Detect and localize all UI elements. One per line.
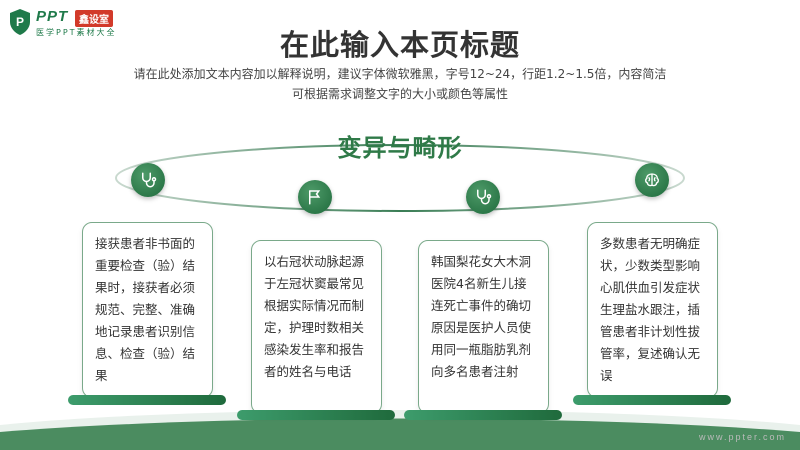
subtitle-line: 可根据需求调整文字的大小或颜色等属性: [291, 87, 508, 101]
svg-text:P: P: [16, 15, 24, 29]
page-subtitle: 请在此处添加文本内容加以解释说明，建议字体微软雅黑，字号12~24，行距1.2~…: [0, 64, 800, 104]
node-3: [466, 180, 500, 214]
card-base: [404, 410, 562, 420]
card-text: 多数患者无明确症状，少数类型影响心肌供血引发症状生理盐水跟注，插管患者非计划性拔…: [600, 236, 701, 383]
card-base: [237, 410, 395, 420]
logo-subtitle: 医学PPT素材大全: [36, 28, 117, 37]
shield-logo-icon: P: [10, 9, 30, 35]
stethoscope-icon: [142, 172, 157, 188]
brand-logo: P PPT 鑫设室 医学PPT素材大全: [8, 8, 158, 40]
card-text: 韩国梨花女大木洞医院4名新生儿接连死亡事件的确切原因是医护人员使用同一瓶脂肪乳剂…: [431, 254, 532, 379]
logo-badge: 鑫设室: [75, 10, 113, 27]
flag-icon: [309, 190, 321, 205]
node-2: [298, 180, 332, 214]
subtitle-line: 请在此处添加文本内容加以解释说明，建议字体微软雅黑，字号12~24，行距1.2~…: [133, 67, 667, 81]
site-url: www.ppter.com: [698, 432, 786, 442]
info-card: 以右冠状动脉起源于左冠状窦最常见根据实际情况而制定，护理时数相关感染发生率和报告…: [251, 240, 382, 414]
card-text: 以右冠状动脉起源于左冠状窦最常见根据实际情况而制定，护理时数相关感染发生率和报告…: [264, 254, 365, 379]
info-card: 多数患者无明确症状，少数类型影响心肌供血引发症状生理盐水跟注，插管患者非计划性拔…: [587, 222, 718, 398]
card-base: [573, 395, 731, 405]
info-card: 接获患者非书面的重要检查（验）结果时，接获者必须规范、完整、准确地记录患者识别信…: [82, 222, 213, 398]
card-text: 接获患者非书面的重要检查（验）结果时，接获者必须规范、完整、准确地记录患者识别信…: [95, 236, 196, 383]
stethoscope-icon: [477, 189, 492, 205]
card-base: [68, 395, 226, 405]
brain-icon: [645, 173, 659, 187]
logo-name: PPT: [36, 8, 69, 25]
page-title: 在此输入本页标题: [279, 28, 520, 62]
section-title: 变异与畸形: [337, 134, 463, 162]
node-1: [131, 163, 165, 197]
node-4: [635, 163, 669, 197]
info-card: 韩国梨花女大木洞医院4名新生儿接连死亡事件的确切原因是医护人员使用同一瓶脂肪乳剂…: [418, 240, 549, 414]
